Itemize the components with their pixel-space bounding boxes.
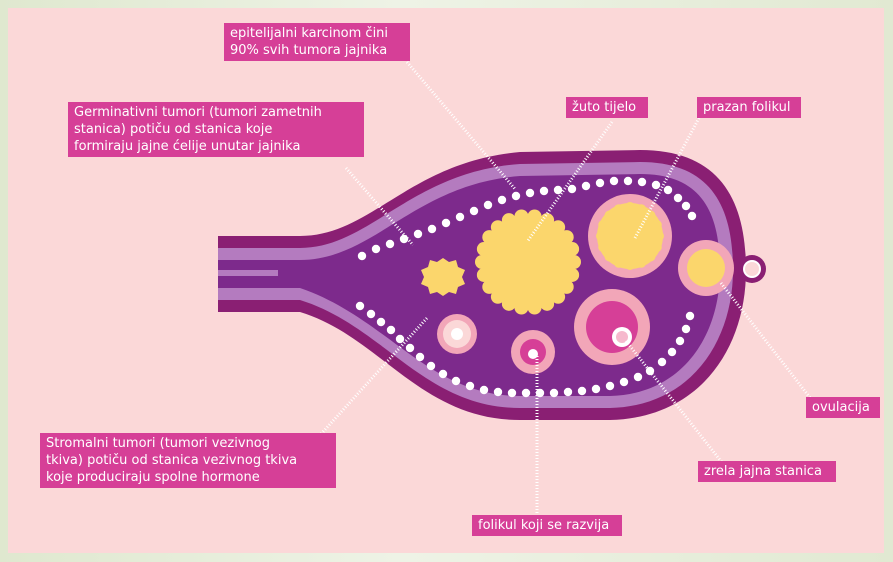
epithelium-dot: [377, 318, 385, 326]
label-epithelial-carcinoma: epitelijalni karcinom čini 90% svih tumo…: [224, 23, 410, 61]
lobe-bump: [598, 220, 608, 230]
epithelium-dot: [470, 207, 478, 215]
lobe-bump: [598, 242, 608, 252]
lobe-bump: [514, 209, 528, 223]
epithelium-dot: [568, 185, 576, 193]
lobe-bump: [475, 255, 489, 269]
epithelium-dot: [386, 240, 394, 248]
label-stromal-tumors: Stromalni tumori (tumori vezivnog tkiva)…: [40, 433, 336, 488]
epithelium-dot: [596, 179, 604, 187]
epithelium-dot: [606, 382, 614, 390]
epithelium-dot: [439, 370, 447, 378]
label-empty-follicle: prazan folikul: [697, 97, 801, 118]
lobe-bump: [540, 297, 554, 311]
epithelium-dot: [480, 386, 488, 394]
epithelium-dot: [652, 181, 660, 189]
lobe-bump: [652, 220, 662, 230]
label-corpus-luteum: žuto tijelo: [566, 97, 648, 118]
epithelium-dot: [526, 189, 534, 197]
epithelium-dot: [367, 310, 375, 318]
epithelium-dot: [522, 389, 530, 397]
epithelium-dot: [624, 177, 632, 185]
epithelium-dot: [452, 377, 460, 385]
epithelium-dot: [396, 335, 404, 343]
epithelium-dot: [676, 337, 684, 345]
epithelium-dot: [494, 388, 502, 396]
lobe-bump: [596, 231, 606, 241]
lobe-bump: [604, 210, 614, 220]
epithelium-dot: [658, 358, 666, 366]
lobe-bump: [654, 231, 664, 241]
label-germinal-tumors: Germinativni tumori (tumori zametnih sta…: [68, 102, 364, 157]
epithelium-dot: [427, 362, 435, 370]
epithelium-dot: [610, 177, 618, 185]
lobe-bump: [560, 230, 574, 244]
epithelium-dot: [564, 388, 572, 396]
epithelium-dot: [686, 312, 694, 320]
lobe-bump: [528, 209, 542, 223]
epithelium-dot: [682, 202, 690, 210]
epithelium-dot: [508, 389, 516, 397]
epithelium-dot: [638, 178, 646, 186]
epithelium-dot: [620, 378, 628, 386]
epithelium-dot: [466, 382, 474, 390]
epithelium-dot: [512, 192, 520, 200]
lobe-bump: [565, 268, 579, 282]
epithelium-dot: [372, 245, 380, 253]
epithelium-dot: [688, 212, 696, 220]
lobe-bump: [636, 204, 646, 214]
lobe-bump: [636, 258, 646, 268]
lobe-bump: [625, 260, 635, 270]
epithelium-dot: [498, 196, 506, 204]
epithelium-dot: [387, 326, 395, 334]
lobe-bump: [604, 252, 614, 262]
lobe-bump: [482, 280, 496, 294]
lobe-bump: [614, 204, 624, 214]
lobe-bump: [625, 202, 635, 212]
released-egg: [738, 255, 766, 283]
empty-follicle: [588, 194, 672, 278]
epithelium-dot: [682, 325, 690, 333]
primordial-follicle: [437, 314, 477, 354]
lobe-bump: [614, 258, 624, 268]
lobe-bump: [514, 301, 528, 315]
epithelium-dot: [406, 344, 414, 352]
epithelium-dot: [668, 348, 676, 356]
epithelium-dot: [582, 182, 590, 190]
lobe-bump: [502, 213, 516, 227]
lobe-bump: [528, 301, 542, 315]
epithelium-dot: [674, 194, 682, 202]
epithelium-dot: [414, 230, 422, 238]
lobe-bump: [477, 242, 491, 256]
epithelium-dot: [578, 387, 586, 395]
epithelium-dot: [634, 373, 642, 381]
epithelium-dot: [550, 389, 558, 397]
epithelium-dot: [592, 385, 600, 393]
epithelium-dot: [540, 187, 548, 195]
lobe-bump: [567, 255, 581, 269]
lobe-bump: [652, 242, 662, 252]
epithelium-dot: [428, 225, 436, 233]
label-developing-follicle: folikul koji se razvija: [472, 515, 622, 536]
label-ovulation: ovulacija: [806, 397, 880, 418]
epithelium-dot: [664, 186, 672, 194]
developing-follicle: [511, 330, 555, 374]
epithelium-dot: [456, 213, 464, 221]
lobe-bump: [646, 252, 656, 262]
label-mature-egg: zrela jajna stanica: [698, 461, 836, 482]
mature-follicle: [574, 289, 650, 365]
epithelium-dot: [416, 353, 424, 361]
epithelium-dot: [442, 219, 450, 227]
epithelium-dot: [356, 302, 364, 310]
lobe-bump: [565, 242, 579, 256]
epithelium-dot: [358, 252, 366, 260]
epithelium-dot: [484, 201, 492, 209]
lobe-bump: [477, 268, 491, 282]
ligament-stripe: [218, 270, 278, 276]
